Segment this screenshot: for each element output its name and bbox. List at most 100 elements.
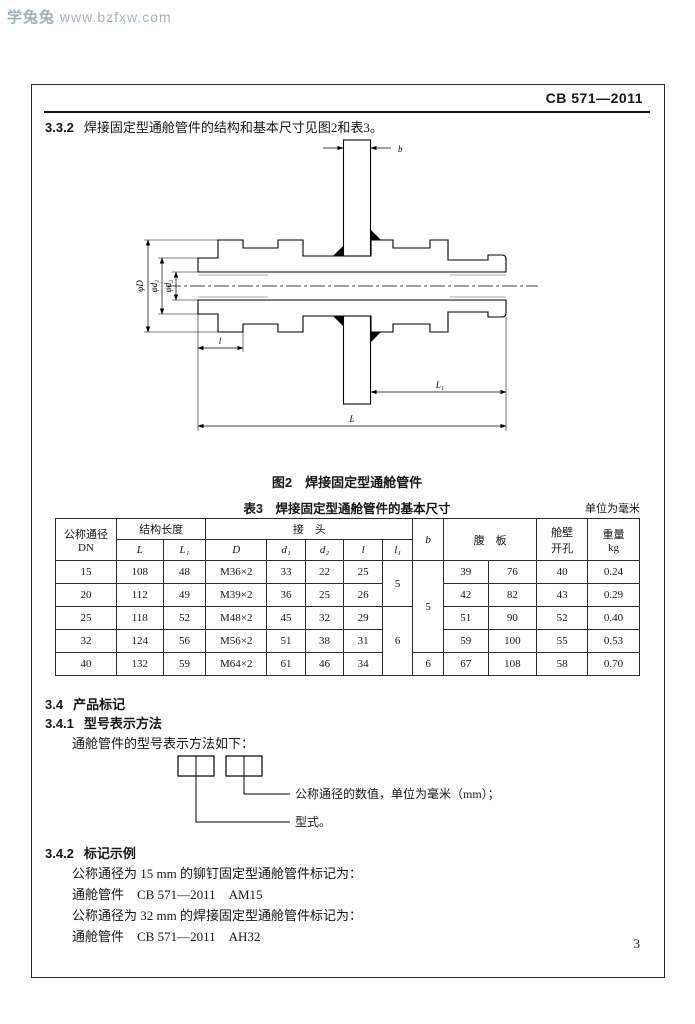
table-cell: 90 — [487, 606, 538, 630]
col-header-b: b — [412, 518, 444, 561]
table-cell: 0.29 — [587, 583, 640, 607]
bulkhead-upper — [342, 139, 372, 257]
table-cell: 20 — [55, 583, 117, 607]
table-cell: 39 — [442, 560, 489, 584]
dim-label-D: φD — [135, 280, 145, 292]
table-row: 32 124 56 M56×2 51 38 31 59 100 55 0.53 — [55, 629, 640, 653]
example-line: 通舱管件 CB 571—2011 AM15 — [72, 887, 263, 902]
weld-lower-left — [333, 316, 343, 326]
example-line: 公称通径为 32 mm 的焊接固定型通舱管件标记为： — [72, 908, 362, 923]
designation-diagram: 公称通径的数值，单位为毫米（mm）； 型式。 — [177, 755, 500, 829]
dim-label-b: b — [398, 144, 403, 154]
dim-label-L1: L₁ — [435, 380, 444, 390]
table-cell: 29 — [343, 606, 383, 630]
table-cell: 67 — [442, 652, 489, 676]
clause-text: 焊接固定型通舱管件的结构和基本尺寸见图2和表3。 — [83, 120, 383, 135]
weld-upper-right — [371, 230, 381, 240]
example-line: 通舱管件 CB 571—2011 AH32 — [72, 929, 261, 944]
watermark-site: 学兔兔 — [7, 9, 56, 26]
table-cell: 48 — [162, 560, 207, 584]
col-header-struct-len: 结构长度 — [115, 518, 207, 540]
table-cell: 25 — [55, 606, 117, 630]
doc-number: CB 571—2011 — [545, 90, 643, 106]
table-cell: 132 — [115, 652, 164, 676]
col-header-d2: d₂ — [304, 539, 345, 561]
table-cell: M64×2 — [205, 652, 268, 676]
table-cell: 15 — [55, 560, 117, 584]
table-cell: 43 — [536, 583, 589, 607]
table-cell: 61 — [266, 652, 306, 676]
page-frame — [31, 84, 665, 978]
table-cell: 0.53 — [587, 629, 640, 653]
table-cell-merged: 6 — [381, 606, 414, 676]
table-cell: 59 — [162, 652, 207, 676]
table-cell: 45 — [266, 606, 306, 630]
col-header-joint: 接 头 — [205, 518, 414, 540]
clause-title: 产品标记 — [73, 697, 126, 712]
weld-upper-left — [333, 246, 343, 256]
designation-intro: 通舱管件的型号表示方法如下： — [72, 736, 255, 751]
header-rule — [44, 111, 650, 113]
table-cell: M36×2 — [205, 560, 268, 584]
dim-label-d1: φd₁ — [149, 280, 159, 293]
col-header-web: 腹 板 — [442, 518, 538, 561]
table-cell: 58 — [536, 652, 589, 676]
table-cell: 40 — [55, 652, 117, 676]
table-cell: 0.70 — [587, 652, 640, 676]
col-header-L1: L₁ — [162, 539, 207, 561]
dim-label-L: L — [348, 414, 354, 424]
col-header-l: l — [343, 539, 383, 561]
clause-number: 3.4.1 — [45, 716, 74, 731]
table-cell: M39×2 — [205, 583, 268, 607]
table-cell: M48×2 — [205, 606, 268, 630]
table-cell: 0.40 — [587, 606, 640, 630]
clause-number: 3.4 — [45, 697, 64, 712]
table-cell: 25 — [343, 560, 383, 584]
table-cell: 49 — [162, 583, 207, 607]
dn-leader-line — [243, 776, 290, 795]
table-cell: 51 — [266, 629, 306, 653]
table-cell: 25 — [304, 583, 345, 607]
col-header-L: L — [115, 539, 164, 561]
table-cell-merged: 6 — [412, 652, 444, 676]
type-leader-line — [195, 776, 290, 823]
table-cell: M56×2 — [205, 629, 268, 653]
table-cell: 82 — [487, 583, 538, 607]
figure-caption: 图2 焊接固定型通舱管件 — [271, 475, 423, 490]
fitting-lower-section — [197, 299, 507, 333]
col-header-hole: 舱壁 开孔 — [536, 518, 589, 561]
table-cell: 76 — [487, 560, 538, 584]
fitting-upper-section — [197, 239, 507, 273]
table-cell: 55 — [536, 629, 589, 653]
page-number: 3 — [633, 936, 641, 951]
figure-drawing: φd₂ φd₁ φD l L₁ L b — [135, 139, 538, 431]
dn-leader-label: 公称通径的数值，单位为毫米（mm）； — [295, 786, 500, 801]
table-cell: 56 — [162, 629, 207, 653]
table-row: 15 108 48 M36×2 33 22 25 5 5 39 76 40 0.… — [55, 560, 640, 653]
table-cell: 31 — [343, 629, 383, 653]
watermark-url: www.bzfxw.com — [59, 9, 172, 25]
table-cell: 112 — [115, 583, 164, 607]
example-line: 公称通径为 15 mm 的铆钉固定型通舱管件标记为： — [72, 866, 362, 881]
clause-number: 3.3.2 — [45, 120, 74, 135]
clause-title: 标记示例 — [83, 846, 136, 861]
table-cell-merged: 5 — [412, 560, 444, 653]
spec-table: 公称通径 DN 结构长度 接 头 b 腹 板 舱壁 开孔 重量 kg L L₁ … — [55, 518, 640, 676]
bulkhead-lower — [342, 315, 372, 405]
table-row: 40 132 59 M64×2 61 46 34 6 67 108 58 0.7… — [55, 652, 640, 676]
table-cell: 34 — [343, 652, 383, 676]
type-leader-label: 型式。 — [295, 815, 331, 829]
table-cell: 32 — [55, 629, 117, 653]
table-row: 25 118 52 M48×2 45 32 29 6 51 90 52 0.40 — [55, 606, 640, 676]
table-cell: 22 — [304, 560, 345, 584]
table-cell: 100 — [487, 629, 538, 653]
table-cell: 38 — [304, 629, 345, 653]
clause-title: 型号表示方法 — [83, 716, 162, 731]
clause-3-4-1-heading: 3.4.1 型号表示方法 — [45, 713, 162, 732]
table-cell: 51 — [442, 606, 489, 630]
table-cell: 0.24 — [587, 560, 640, 584]
clause-number: 3.4.2 — [45, 846, 74, 861]
table-cell: 42 — [442, 583, 489, 607]
table-title: 表3 焊接固定型通舱管件的基本尺寸 — [243, 502, 451, 516]
